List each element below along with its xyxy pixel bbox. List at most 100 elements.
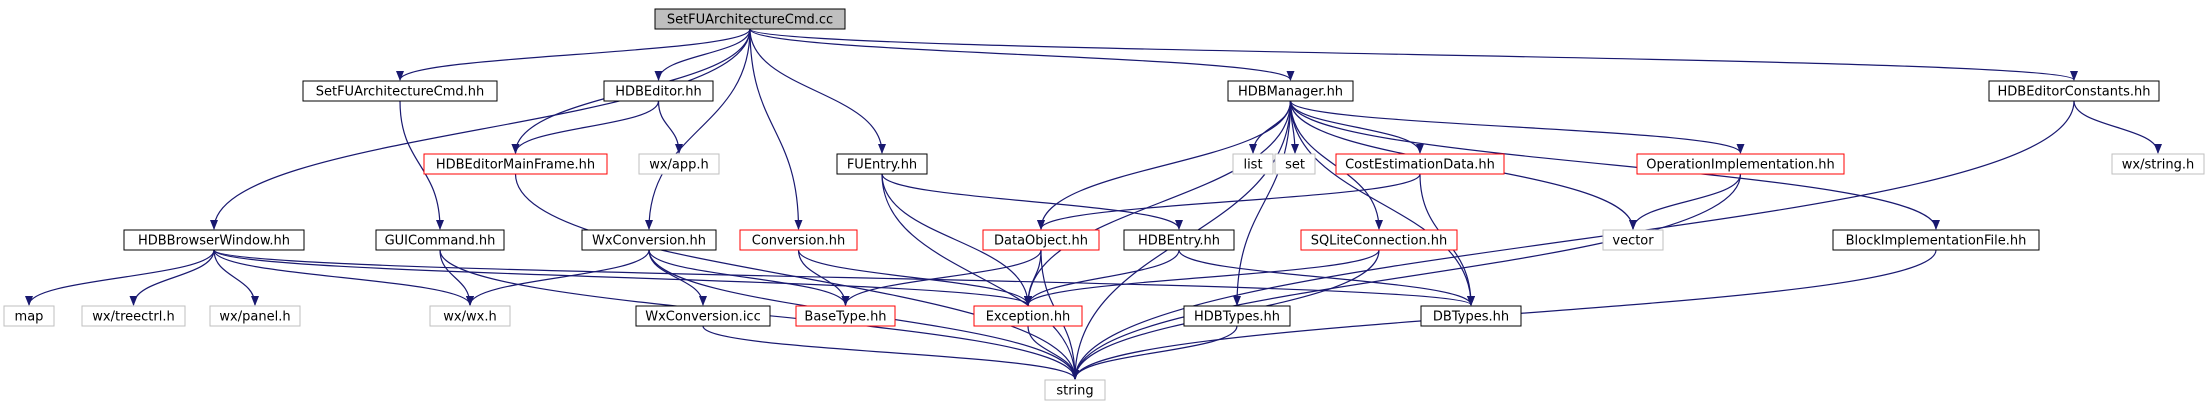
edge-hdbentry_hh-to-dbtypes_hh — [1178, 249, 1475, 306]
node-box — [795, 305, 896, 327]
node-set: set — [1274, 153, 1316, 175]
node-box — [973, 305, 1083, 327]
node-box — [123, 229, 305, 251]
edge-fuentry_hh-to-string — [881, 173, 1079, 380]
node-label: SetFUArchitectureCmd.hh — [316, 85, 485, 100]
node-box — [654, 8, 846, 30]
edge-wxconversion_hh-to-basetype_hh — [648, 249, 850, 306]
node-label: OperationImplementation.hh — [1646, 158, 1835, 173]
node-setfu-hh[interactable]: SetFUArchitectureCmd.hh — [302, 80, 498, 102]
node-hdbeditor-hh[interactable]: HDBEditor.hh — [603, 80, 714, 102]
edge-root-to-fuentry_hh — [749, 28, 886, 154]
node-label: HDBEditorMainFrame.hh — [436, 158, 595, 173]
node-blockimplementationfile-hh[interactable]: BlockImplementationFile.hh — [1832, 229, 2040, 251]
node-operationimplementation-hh[interactable]: OperationImplementation.hh — [1636, 153, 1845, 175]
node-box — [1274, 153, 1316, 175]
edge-hdbeditorconstants_hh-to-string — [1071, 100, 2075, 380]
node-label: vector — [1612, 234, 1654, 249]
edge-hdbmanager_hh-to-costestimationdata_hh — [1289, 100, 1424, 154]
node-box — [209, 305, 301, 327]
node-hdbtypes-hh[interactable]: HDBTypes.hh — [1183, 305, 1291, 327]
dependency-nodes: SetFUArchitectureCmd.ccSetFUArchitecture… — [3, 8, 2205, 401]
edge-hdbmanager_hh-to-list — [1249, 100, 1292, 154]
edge-dataobject_hh-to-basetype_hh — [841, 249, 1042, 306]
node-box — [1232, 153, 1274, 175]
node-label: string — [1056, 384, 1093, 399]
node-box — [429, 305, 511, 327]
node-label: DBTypes.hh — [1433, 310, 1509, 325]
node-dbtypes-hh[interactable]: DBTypes.hh — [1420, 305, 1522, 327]
edge-exception_hh-to-string — [1027, 325, 1079, 380]
node-vector: vector — [1602, 229, 1664, 251]
edge-hdbeditor_hh-to-wxapp_h — [657, 100, 683, 154]
edge-root-to-setfu_hh — [396, 28, 751, 81]
node-label: HDBManager.hh — [1238, 85, 1343, 100]
edge-root-to-conversion_hh — [749, 28, 803, 230]
edge-fuentry_hh-to-hdbentry_hh — [881, 173, 1183, 230]
edge-hdbmanager_hh-to-blockimplementationfile_hh — [1289, 100, 1940, 230]
edge-wxconversion_hh-to-wxwx_h — [466, 249, 650, 306]
edge-root-to-hdbeditorconstants_hh — [749, 28, 2078, 81]
node-label: CostEstimationData.hh — [1345, 158, 1495, 173]
node-hdbmanager-hh[interactable]: HDBManager.hh — [1227, 80, 1354, 102]
node-label: Exception.hh — [986, 310, 1071, 325]
node-guicommand-hh[interactable]: GUICommand.hh — [375, 229, 505, 251]
edge-hdbentry_hh-to-exception_hh — [1024, 249, 1180, 306]
edge-operationimplementation_hh-to-vector — [1629, 173, 1742, 230]
node-label: HDBBrowserWindow.hh — [138, 234, 290, 249]
node-wxwx-h: wx/wx.h — [429, 305, 511, 327]
node-conversion-hh[interactable]: Conversion.hh — [739, 229, 858, 251]
node-box — [603, 80, 714, 102]
node-root[interactable]: SetFUArchitectureCmd.cc — [654, 8, 846, 30]
node-label: BlockImplementationFile.hh — [1846, 234, 2027, 249]
node-box — [2111, 153, 2205, 175]
node-wxconversion-icc[interactable]: WxConversion.icc — [635, 305, 771, 327]
node-label: wx/treectrl.h — [92, 310, 174, 325]
node-costestimationdata-hh[interactable]: CostEstimationData.hh — [1335, 153, 1505, 175]
node-label: FUEntry.hh — [847, 158, 917, 173]
node-basetype-hh[interactable]: BaseType.hh — [795, 305, 896, 327]
node-map: map — [3, 305, 55, 327]
node-label: list — [1243, 158, 1262, 173]
node-dataobject-hh[interactable]: DataObject.hh — [982, 229, 1100, 251]
edge-hdbbrowserwindow_hh-to-wxwx_h — [213, 249, 474, 306]
node-box — [1123, 229, 1235, 251]
node-box — [638, 153, 720, 175]
node-label: GUICommand.hh — [385, 234, 496, 249]
node-label: set — [1285, 158, 1305, 173]
node-label: WxConversion.icc — [645, 310, 760, 325]
node-box — [739, 229, 858, 251]
edge-costestimationdata_hh-to-dataobject_hh — [1037, 173, 1421, 230]
node-label: HDBEditorConstants.hh — [1997, 85, 2150, 100]
edge-sqliteconnection_hh-to-exception_hh — [1024, 249, 1380, 306]
node-label: wx/app.h — [649, 158, 709, 173]
node-label: wx/panel.h — [219, 310, 290, 325]
node-box — [635, 305, 771, 327]
node-wxconversion-hh[interactable]: WxConversion.hh — [581, 229, 717, 251]
node-hdbbrowserwindow-hh[interactable]: HDBBrowserWindow.hh — [123, 229, 305, 251]
edge-fuentry_hh-to-exception_hh — [881, 173, 1032, 306]
node-sqliteconnection-hh[interactable]: SQLiteConnection.hh — [1300, 229, 1458, 251]
node-hdbentry-hh[interactable]: HDBEntry.hh — [1123, 229, 1235, 251]
node-label: SQLiteConnection.hh — [1311, 234, 1448, 249]
edge-wxconversion_icc-to-string — [702, 325, 1079, 380]
node-box — [1420, 305, 1522, 327]
node-hdbeditormainframe-hh[interactable]: HDBEditorMainFrame.hh — [423, 153, 608, 175]
edge-conversion_hh-to-exception_hh — [797, 249, 1032, 306]
node-box — [1602, 229, 1664, 251]
node-exception-hh[interactable]: Exception.hh — [973, 305, 1083, 327]
node-label: HDBEditor.hh — [615, 85, 702, 100]
edge-root-to-hdbeditor_hh — [654, 28, 751, 81]
node-label: wx/string.h — [2122, 158, 2194, 173]
edge-hdbeditorconstants_hh-to-wxstring_h — [2073, 100, 2162, 154]
node-fuentry-hh[interactable]: FUEntry.hh — [836, 153, 928, 175]
node-box — [1832, 229, 2040, 251]
edge-hdbmanager_hh-to-hdbtypes_hh — [1233, 100, 1292, 306]
edge-root-to-wxconversion_hh — [645, 28, 751, 230]
node-hdbeditorconstants-hh[interactable]: HDBEditorConstants.hh — [1988, 80, 2160, 102]
node-box — [581, 229, 717, 251]
edge-hdbbrowserwindow_hh-to-map — [25, 249, 215, 306]
edge-hdbeditor_hh-to-hdbeditormainframe_hh — [511, 100, 660, 154]
node-box — [3, 305, 55, 327]
